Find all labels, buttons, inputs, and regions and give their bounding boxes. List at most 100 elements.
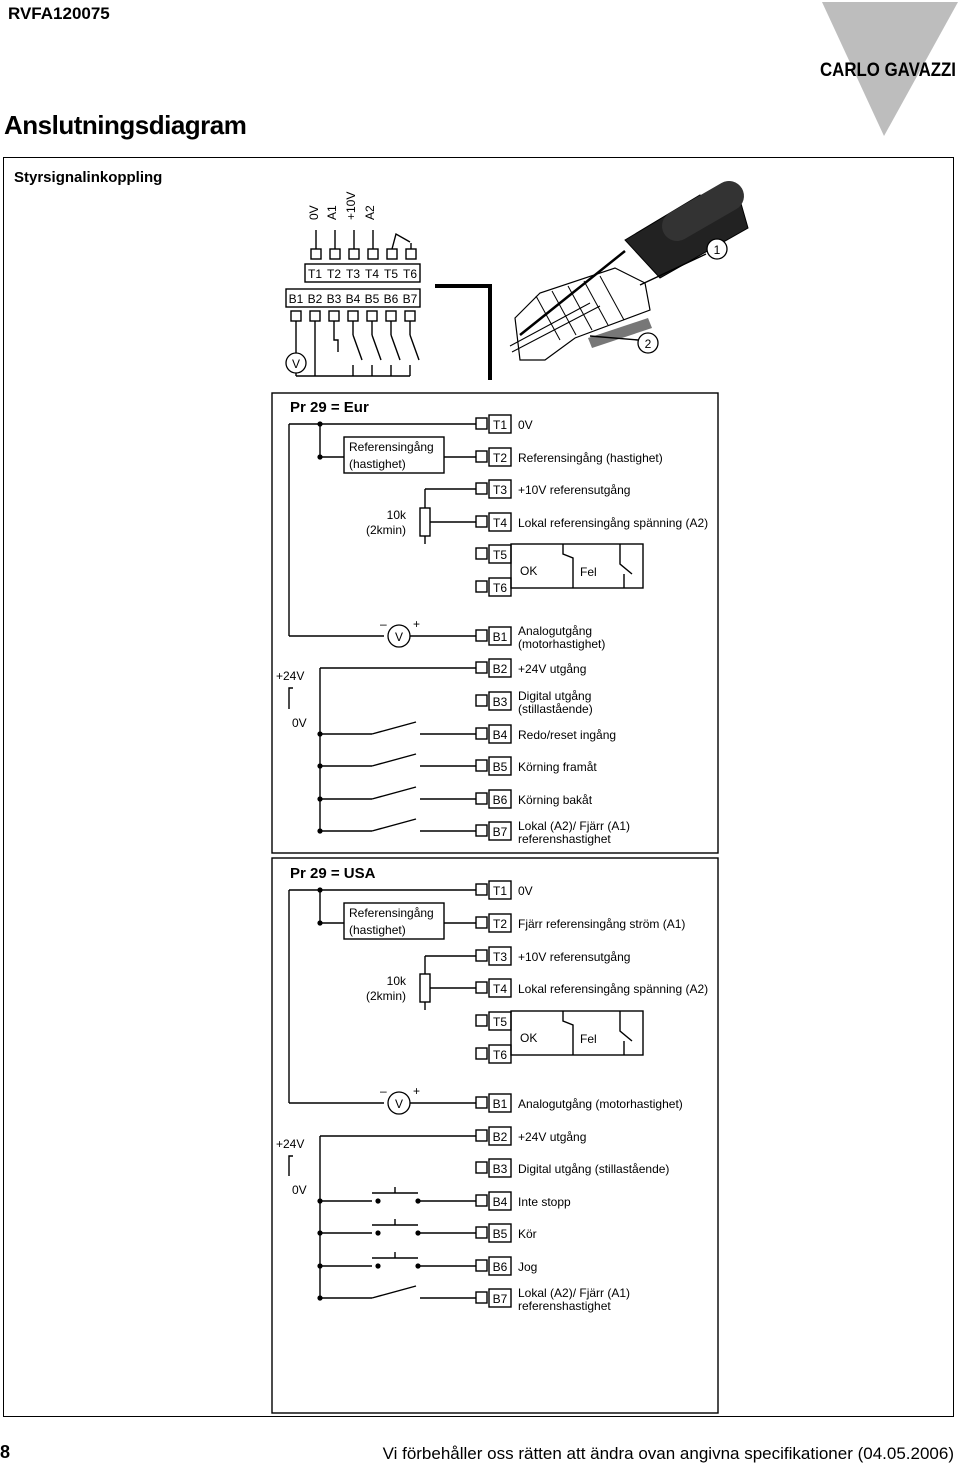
terminal-label: T4 [493,516,507,530]
svg-text:1: 1 [714,243,721,257]
desc-b5: Körning framåt [518,760,597,774]
terminal-label: B2 [493,1130,508,1144]
terminal-box [488,978,512,998]
b-terminal-label: B4 [346,292,361,306]
terminal-screw-icon [366,310,378,322]
terminal-screw-icon [290,310,302,322]
terminal-box [488,946,512,966]
usa-title: Pr 29 = USA [290,865,376,882]
desc-b4: Inte stopp [518,1195,571,1209]
terminal-screw-icon [475,547,488,560]
desc-b7: referenshastighet [518,832,611,846]
terminal-screw-icon [475,1194,488,1207]
terminal-screw-icon [475,1161,488,1174]
section-title: Styrsignalinkoppling [14,169,163,186]
terminal-screw-icon [475,727,488,740]
terminal-box [488,1158,512,1178]
terminal-screw-icon [475,1096,488,1109]
t-terminal-strip [304,263,421,283]
desc-t4: Lokal referensingång spänning (A2) [518,982,708,996]
terminal-box [488,1126,512,1146]
reference-box-label: Referensingång [349,440,434,454]
desc-t3: +10V referensutgång [518,483,630,497]
brand-name: CARLO GAVAZZI [820,60,956,81]
potentiometer-icon [419,973,431,1003]
plus-24v-label: +24V [276,1137,304,1151]
terminal-screw-icon [475,981,488,994]
terminal-bracket [435,284,492,380]
terminal-label: B3 [493,695,508,709]
eur-panel [271,392,719,854]
voltmeter-label: V [395,630,403,644]
b-terminal-label: B3 [327,292,342,306]
desc-t3: +10V referensutgång [518,950,630,964]
terminal-label: B1 [493,1097,508,1111]
terminal-label: B5 [493,1227,508,1241]
desc-b2: +24V utgång [518,1130,586,1144]
meter-minus-label: – [380,1084,387,1098]
relay-box [510,1010,644,1056]
terminal-screw-icon [475,1014,488,1027]
eur-title: Pr 29 = Eur [290,399,369,416]
terminal-box [488,1093,512,1113]
b-terminal-strip [285,288,421,308]
desc-b1: Analogutgång [518,624,592,638]
footer-note: Vi förbehåller oss rätten att ändra ovan… [382,1444,954,1463]
reference-box-label: Referensingång [349,906,434,920]
terminal-screw-icon [328,310,340,322]
desc-t4: Lokal referensingång spänning (A2) [518,516,708,530]
svg-text:2: 2 [645,337,652,351]
terminal-screw-icon [475,1129,488,1142]
terminal-screw-icon [475,759,488,772]
terminal-box [488,1191,512,1211]
plus-24v-label: +24V [276,669,304,683]
desc-b1: (motorhastighet) [518,637,605,651]
terminal-screw-icon [475,450,488,463]
voltmeter-label: V [292,357,300,371]
desc-b3: (stillastående) [518,702,593,716]
terminal-screw-icon [475,629,488,642]
t-terminal-label: T5 [384,267,398,281]
t-terminal-label: T2 [327,267,341,281]
usa-panel [271,857,719,1414]
terminal-screw-icon [405,248,417,260]
terminal-screw-icon [310,248,322,260]
t-terminal-label: T6 [403,267,417,281]
terminal-box [488,1223,512,1243]
diagram-frame [3,157,954,1417]
b-terminal-label: B7 [403,292,418,306]
page-number: 8 [0,1442,11,1462]
zero-volt-label: 0V [292,716,307,730]
terminal-label: T3 [493,483,507,497]
document-code: RVFA120075 [8,4,110,23]
relay-box [510,543,644,589]
terminal-screw-icon [475,1226,488,1239]
terminal-box [488,913,512,933]
logo-triangle-shape [822,2,958,136]
brand-logo: CARLO GAVAZZI [820,2,958,136]
terminal-screw-icon [475,694,488,707]
terminal-label: T5 [493,548,507,562]
terminal-label: B7 [493,825,508,839]
potentiometer-label: (2kmin) [366,523,406,537]
terminal-screw-icon [329,248,341,260]
terminal-box [488,821,512,841]
terminal-screw-icon [475,1047,488,1060]
terminal-screw-icon [475,824,488,837]
terminal-screw-icon [386,248,398,260]
terminal-screw-icon [475,482,488,495]
t-terminal-label: T3 [346,267,360,281]
terminal-label: B4 [493,1195,508,1209]
terminal-label: B5 [493,760,508,774]
step-2-icon: 2 [637,332,659,354]
desc-b5: Kör [518,1227,537,1241]
terminal-screw-icon [475,949,488,962]
terminal-screw-icon [475,1291,488,1304]
desc-b3: Digital utgång (stillastående) [518,1162,669,1176]
terminal-label: B3 [493,1162,508,1176]
relay-ok-label: OK [520,1031,537,1045]
terminal-label: T3 [493,950,507,964]
b-terminal-label: B5 [365,292,380,306]
